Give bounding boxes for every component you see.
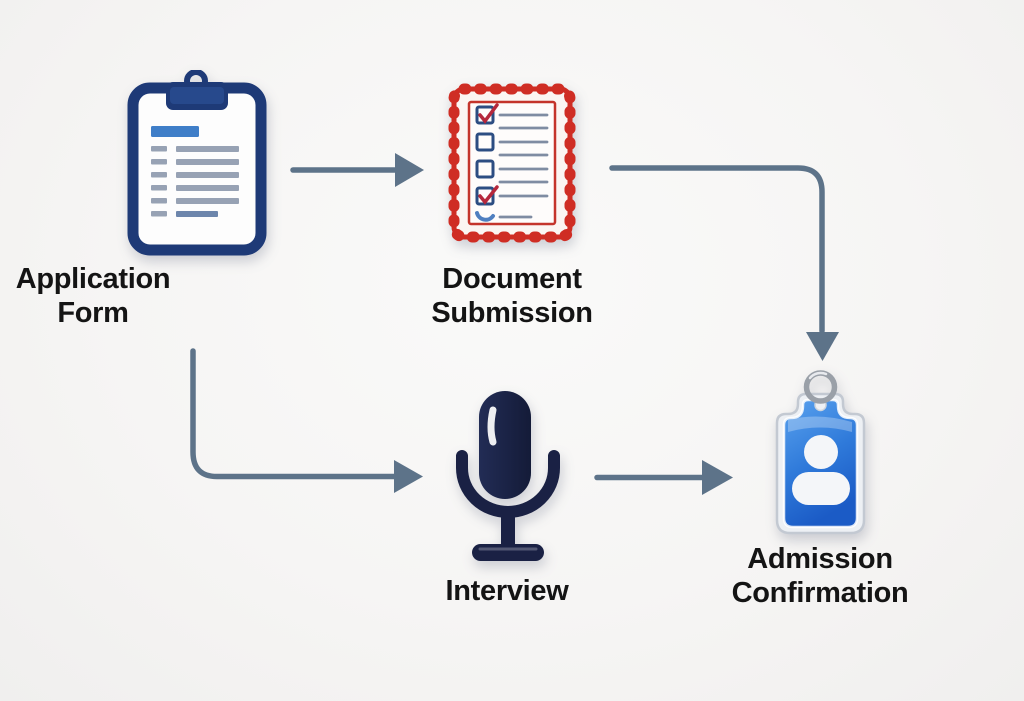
node-document-submission: Document Submission (431, 80, 593, 329)
node-label-interview: Interview (445, 575, 569, 607)
node-interview: Interview (445, 386, 569, 607)
edge-document-to-admission (609, 165, 839, 361)
id-badge-icon (775, 370, 866, 535)
microphone-icon (456, 391, 560, 561)
node-application-form: Application Form (16, 70, 268, 329)
stamp-checklist-icon (448, 83, 576, 243)
edge-application-to-document (290, 153, 424, 187)
node-label-document-submission: Document Submission (431, 263, 593, 329)
clipboard-icon (127, 70, 267, 256)
node-label-application-form: Application Form (15, 263, 171, 329)
node-admission-confirmation: Admission Confirmation (732, 358, 909, 609)
edge-interview-to-admission (594, 460, 733, 495)
node-label-admission-confirmation: Admission Confirmation (731, 543, 909, 609)
edge-application-to-interview (190, 348, 423, 493)
